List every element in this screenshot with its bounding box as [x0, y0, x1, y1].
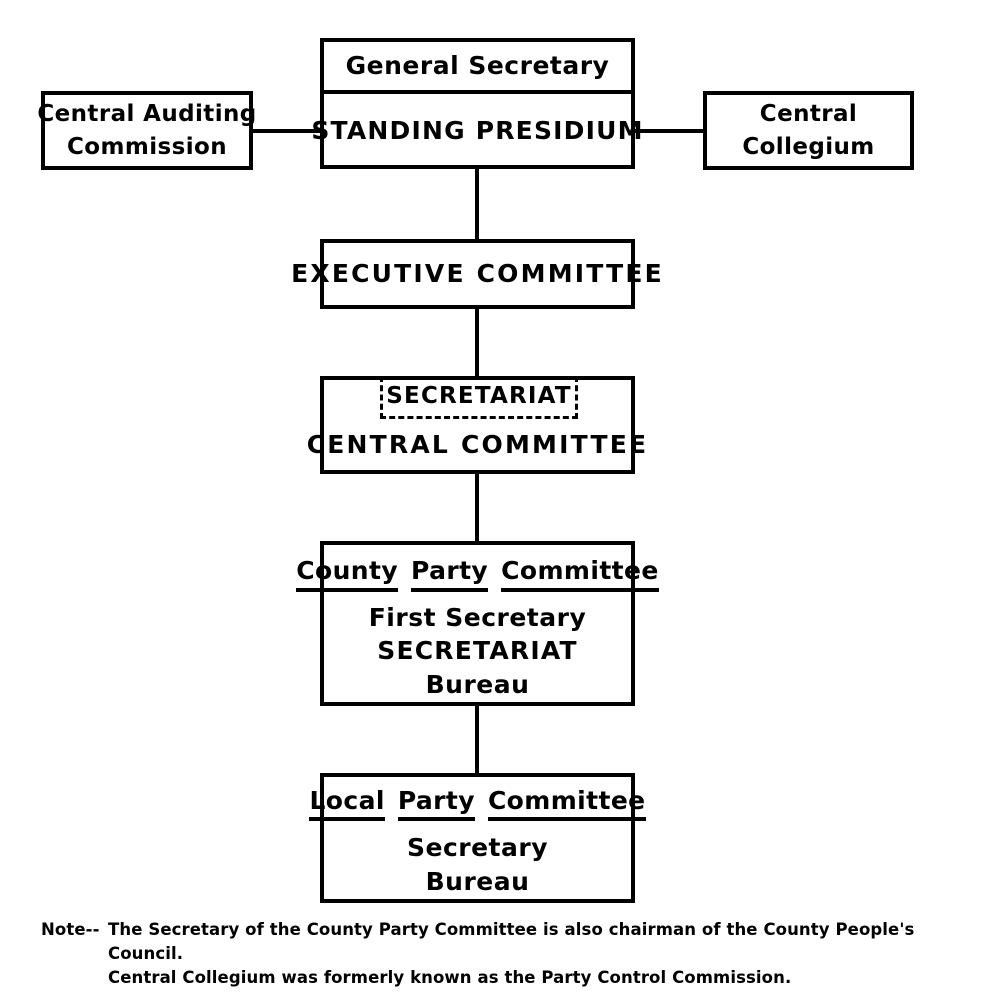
note-line-2-row: Council. — [41, 942, 914, 966]
node-central-auditing-commission[interactable]: Central Auditing Commission — [37, 91, 256, 170]
note-line-1: The Secretary of the County Party Commit… — [108, 920, 915, 939]
connector-presidium-to-executive — [475, 168, 479, 243]
node-executive-committee[interactable]: EXECUTIVE COMMITTEE — [291, 239, 662, 309]
general-secretary-cell: General Secretary — [324, 42, 631, 94]
central-auditing-line1: Central Auditing — [37, 100, 257, 127]
executive-committee-label: EXECUTIVE COMMITTEE — [291, 258, 664, 288]
note-line-2: Council. — [108, 944, 184, 964]
county-party-committee-heading: County Party Committee — [296, 557, 659, 592]
central-committee-cell: CENTRAL COMMITTEE — [307, 380, 646, 470]
node-central-collegium[interactable]: Central Collegium — [703, 91, 914, 170]
node-county-party-committee[interactable]: County Party Committee First Secretary S… — [296, 541, 659, 706]
local-bureau: Bureau — [425, 866, 530, 896]
note-block: Note-- The Secretary of the County Party… — [41, 918, 914, 990]
local-secretary: Secretary — [406, 833, 548, 863]
secretariat-dashed-box: SECRETARIAT — [380, 376, 578, 419]
connector-county-to-local — [475, 702, 479, 780]
central-committee-label: CENTRAL COMMITTEE — [306, 429, 649, 459]
county-heading-word-1: County — [296, 557, 399, 592]
local-party-committee-heading: Local Party Committee — [309, 787, 646, 822]
local-heading-word-3: Committee — [487, 787, 646, 822]
note-line-1-row: Note-- The Secretary of the County Party… — [41, 918, 914, 942]
connector-presidium-to-collegium — [631, 129, 707, 133]
county-first-secretary: First Secretary — [368, 602, 587, 632]
county-heading-word-3: Committee — [501, 557, 659, 592]
node-local-party-committee[interactable]: Local Party Committee Secretary Bureau — [309, 773, 646, 903]
connector-auditing-to-presidium — [249, 129, 327, 133]
county-bureau: Bureau — [425, 669, 530, 699]
node-central-committee[interactable]: SECRETARIAT CENTRAL COMMITTEE — [307, 376, 646, 474]
standing-presidium-cell: STANDING PRESIDIUM — [311, 94, 642, 169]
secretariat-label: SECRETARIAT — [386, 382, 572, 409]
county-secretariat: SECRETARIAT — [377, 636, 578, 665]
central-auditing-line2: Commission — [67, 133, 227, 160]
local-heading-word-2: Party — [397, 787, 475, 822]
note-line-3: Central Collegium was formerly known as … — [108, 968, 792, 988]
local-heading-word-1: Local — [309, 787, 385, 822]
county-heading-word-2: Party — [411, 557, 489, 592]
connector-executive-to-central-committee — [475, 305, 479, 380]
general-secretary-label: General Secretary — [345, 50, 610, 80]
note-line-3-row: Central Collegium was formerly known as … — [41, 966, 914, 990]
note-label: Note-- — [41, 920, 100, 939]
central-collegium-line2: Collegium — [742, 133, 875, 160]
central-collegium-line1: Central — [759, 100, 858, 127]
standing-presidium-label: STANDING PRESIDIUM — [311, 116, 644, 146]
node-standing-presidium[interactable]: General Secretary STANDING PRESIDIUM — [311, 38, 643, 169]
connector-central-committee-to-county — [475, 470, 479, 548]
